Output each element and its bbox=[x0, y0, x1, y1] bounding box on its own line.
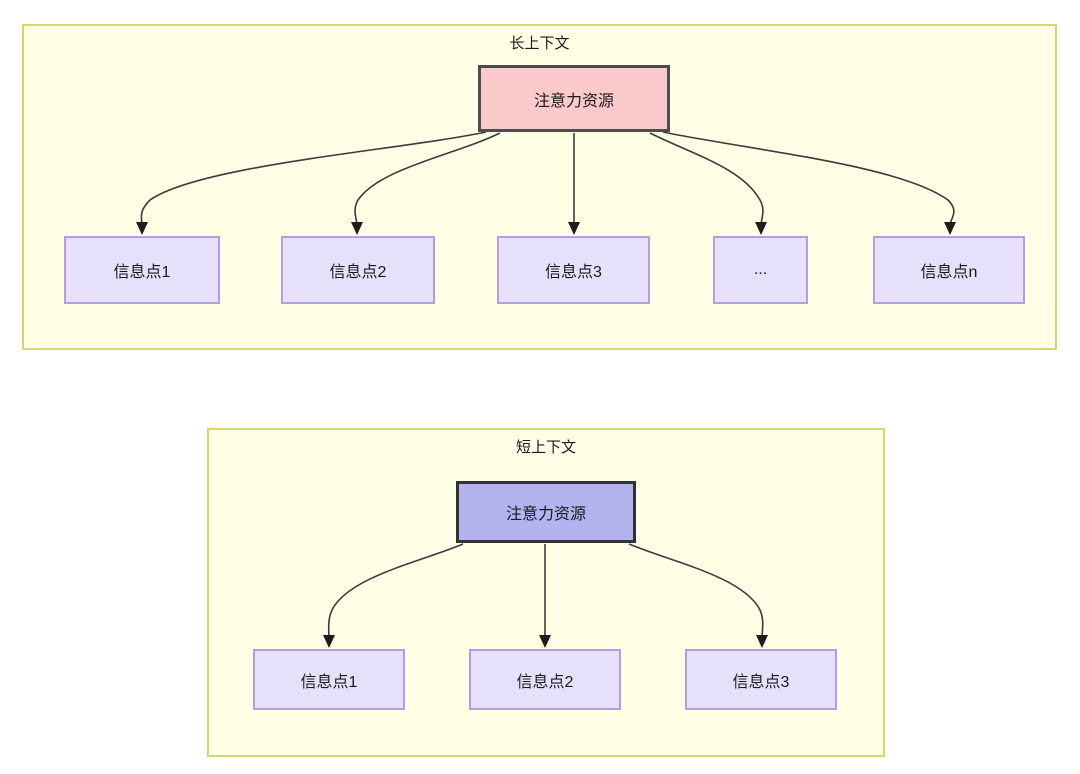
node-info-point-3-short[interactable]: 信息点3 bbox=[685, 649, 837, 710]
node-info-point-n-long[interactable]: 信息点n bbox=[873, 236, 1025, 304]
node-info-point-ellipsis-long-label: ... bbox=[753, 261, 768, 278]
node-info-point-ellipsis-long[interactable]: ... bbox=[713, 236, 808, 304]
node-info-point-1-short-label: 信息点1 bbox=[300, 673, 358, 691]
group-short-context-title: 短上下文 bbox=[515, 439, 576, 456]
node-info-point-3-long[interactable]: 信息点3 bbox=[497, 236, 650, 304]
node-attention-resource-long[interactable]: 注意力资源 bbox=[478, 65, 670, 132]
node-info-point-2-short[interactable]: 信息点2 bbox=[469, 649, 621, 710]
node-info-point-3-short-label: 信息点3 bbox=[732, 673, 790, 691]
node-attention-resource-long-label: 注意力资源 bbox=[533, 92, 614, 110]
node-info-point-1-long-label: 信息点1 bbox=[113, 264, 171, 281]
node-info-point-2-long-label: 信息点2 bbox=[329, 264, 387, 281]
node-attention-resource-short-label: 注意力资源 bbox=[505, 506, 586, 523]
node-info-point-1-long[interactable]: 信息点1 bbox=[64, 236, 220, 304]
node-info-point-1-short[interactable]: 信息点1 bbox=[253, 649, 405, 710]
node-attention-resource-short[interactable]: 注意力资源 bbox=[456, 481, 636, 543]
node-info-point-n-long-label: 信息点n bbox=[920, 264, 978, 281]
group-long-context-title: 长上下文 bbox=[509, 35, 570, 52]
node-info-point-2-long[interactable]: 信息点2 bbox=[281, 236, 435, 304]
node-info-point-3-long-label: 信息点3 bbox=[545, 264, 602, 281]
node-info-point-2-short-label: 信息点2 bbox=[516, 673, 574, 691]
